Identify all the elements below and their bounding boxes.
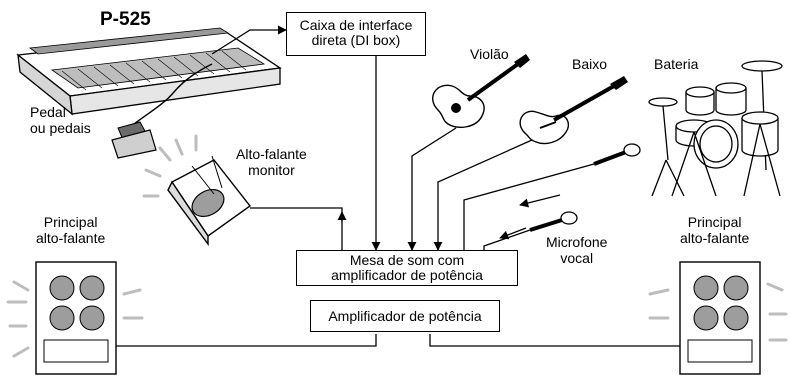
drum-mic-to-mixer-cable (463, 163, 595, 250)
instrument-model-label: P-525 (100, 9, 151, 30)
main-speaker-left-icon (35, 261, 117, 375)
drums-label: Bateria (654, 56, 699, 72)
bass-label: Baixo (572, 56, 608, 72)
monitor-speaker-icon (167, 155, 252, 247)
drum-mic-icon (593, 143, 641, 166)
signal-cables (116, 56, 680, 347)
sustain-pedal-icon (111, 63, 213, 159)
amp-to-right-speaker-cable (429, 334, 680, 347)
main-speaker-left-emphasis (6, 280, 144, 358)
vocal-mic-arrow (499, 227, 527, 240)
main-speaker-right-icon (679, 261, 761, 375)
guitar-label: Violão (470, 46, 509, 62)
digital-piano-icon (16, 27, 282, 116)
drum-kit-icon (648, 60, 783, 197)
vocal-mic-to-mixer-cable (483, 229, 531, 250)
power-amp-box: Amplificador de potência (310, 300, 500, 332)
amp-to-left-speaker-cable (116, 334, 377, 347)
main-speaker-right-emphasis (648, 282, 788, 342)
bass-guitar-icon (519, 76, 628, 145)
drum-mic-arrow (519, 194, 561, 208)
guitar-to-mixer-cable (407, 127, 457, 251)
mixer-to-monitor-cable (250, 207, 343, 250)
bass-to-mixer-cable (433, 139, 533, 251)
piano-to-di-cable (211, 25, 287, 55)
vocal-mic-icon (529, 211, 578, 232)
acoustic-guitar-icon (432, 54, 530, 128)
monitor-emphasis-marks (142, 134, 198, 198)
